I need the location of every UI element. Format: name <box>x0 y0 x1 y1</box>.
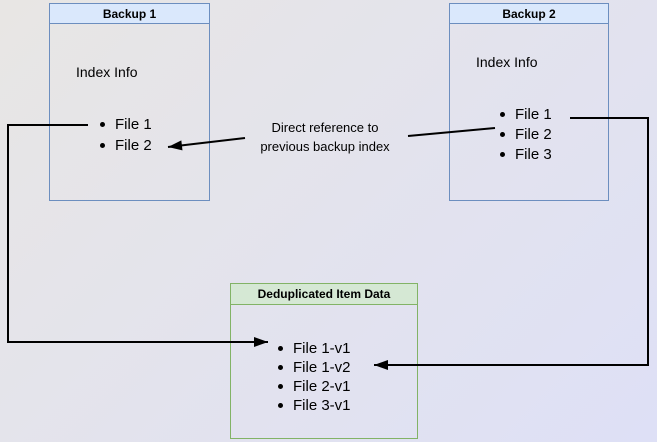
reference-annotation: Direct reference to previous backup inde… <box>244 118 406 156</box>
backup2-index-info-label: Index Info <box>476 54 538 70</box>
backup2-file-2: File 2 <box>500 124 552 144</box>
backup1-file-1: File 1 <box>100 114 152 135</box>
backup1-file-2: File 2 <box>100 135 152 156</box>
reference-annotation-line1: Direct reference to <box>271 120 379 135</box>
dedup-file-1v2: File 1-v2 <box>278 358 351 377</box>
dedup-file-1v1: File 1-v1 <box>278 339 351 358</box>
reference-annotation-line2: previous backup index <box>260 139 390 154</box>
dedup-box: Deduplicated Item Data File 1-v1 File 1-… <box>230 283 418 439</box>
dedup-title: Deduplicated Item Data <box>231 284 417 305</box>
backup1-box: Backup 1 Index Info File 1 File 2 <box>49 3 210 201</box>
backup1-index-info-label: Index Info <box>76 64 138 80</box>
backup2-file-1: File 1 <box>500 104 552 124</box>
backup2-title: Backup 2 <box>450 4 608 24</box>
backup2-box: Backup 2 Index Info File 1 File 2 File 3 <box>449 3 609 201</box>
backup1-file-list: File 1 File 2 <box>100 114 152 156</box>
backup1-title: Backup 1 <box>50 4 209 24</box>
backup2-file-list: File 1 File 2 File 3 <box>500 104 552 164</box>
dedup-file-3v1: File 3-v1 <box>278 396 351 415</box>
backup2-file-3: File 3 <box>500 144 552 164</box>
dedup-file-list: File 1-v1 File 1-v2 File 2-v1 File 3-v1 <box>278 339 351 415</box>
dedup-file-2v1: File 2-v1 <box>278 377 351 396</box>
